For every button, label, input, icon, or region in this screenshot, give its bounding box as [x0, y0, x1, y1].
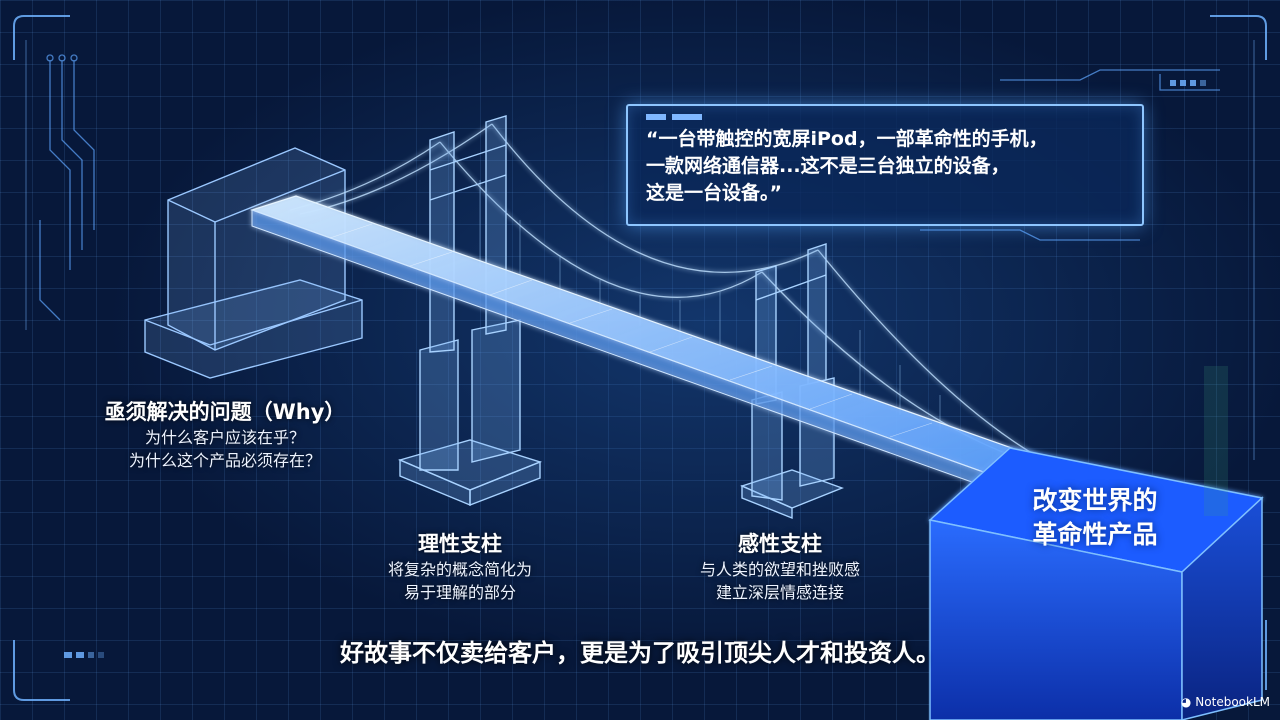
- notebooklm-icon: ◕: [1180, 695, 1192, 709]
- brand-label: NotebookLM: [1195, 695, 1270, 709]
- quote-line: 这是一台设备。”: [646, 182, 782, 204]
- quote-box: “一台带触控的宽屏iPod，一部革命性的手机， 一款网络通信器...这不是三台独…: [626, 104, 1144, 226]
- bottom-caption: 好故事不仅卖给客户，更是为了吸引顶尖人才和投资人。: [340, 639, 940, 667]
- why-title: 亟须解决的问题（Why）: [104, 400, 346, 424]
- cube-label: 改变世界的 革命性产品: [990, 484, 1200, 552]
- circuit-traces-right: [920, 69, 1220, 241]
- rational-pillar-label: 理性支柱 将复杂的概念简化为 易于理解的部分: [330, 528, 590, 604]
- quote-decoration: [672, 114, 702, 120]
- quote-text: “一台带触控的宽屏iPod，一部革命性的手机， 一款网络通信器...这不是三台独…: [646, 126, 1126, 207]
- why-line: 为什么这个产品必须存在？: [128, 451, 321, 470]
- rational-title: 理性支柱: [418, 532, 502, 556]
- hud-side-bar: [1204, 366, 1228, 516]
- deck-segments: [329, 223, 933, 438]
- circuit-traces-left: [39, 54, 95, 321]
- cube-line: 改变世界的: [1032, 486, 1158, 515]
- why-label: 亟须解决的问题（Why） 为什么客户应该在乎？ 为什么这个产品必须存在？: [60, 396, 390, 472]
- anchorage-block: [144, 147, 363, 379]
- brand-watermark: ◕ NotebookLM: [1181, 695, 1270, 709]
- why-line: 为什么客户应该在乎？: [144, 428, 305, 447]
- cube-line: 革命性产品: [1032, 520, 1158, 549]
- hud-frame: [13, 15, 1267, 701]
- emotional-title: 感性支柱: [738, 532, 822, 556]
- emotional-line: 与人类的欲望和挫败感: [699, 560, 860, 579]
- bridge-tower-right: [740, 243, 844, 520]
- emotional-pillar-label: 感性支柱 与人类的欲望和挫败感 建立深层情感连接: [650, 528, 910, 604]
- quote-line: 一款网络通信器...这不是三台独立的设备，: [646, 155, 1010, 177]
- rational-line: 易于理解的部分: [403, 583, 516, 602]
- quote-line: “一台带触控的宽屏iPod，一部革命性的手机，: [646, 128, 1048, 150]
- bridge-tower-left: [397, 115, 543, 507]
- emotional-line: 建立深层情感连接: [715, 583, 844, 602]
- rational-line: 将复杂的概念简化为: [387, 560, 532, 579]
- quote-decoration: [646, 114, 666, 120]
- hud-indicators: [64, 80, 1206, 658]
- goal-cube: [928, 447, 1264, 720]
- hanger-cables: [479, 180, 941, 430]
